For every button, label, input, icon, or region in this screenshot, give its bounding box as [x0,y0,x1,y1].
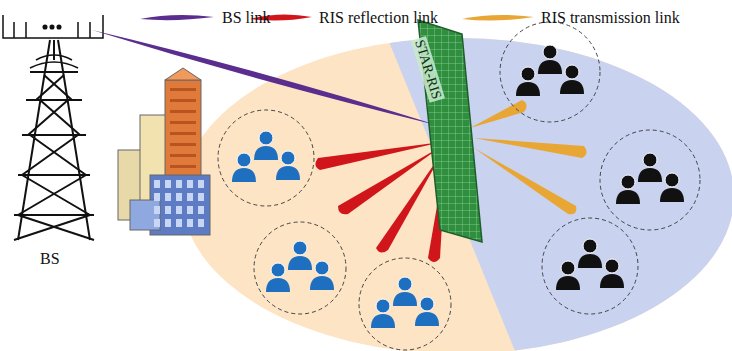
window [187,193,193,201]
user-body [276,166,300,180]
user-head [281,151,295,165]
user-groups [218,22,700,350]
user-body [371,314,395,328]
user-body [415,312,439,326]
user-body [266,278,290,292]
user-head [521,67,535,81]
station-label: BS [40,250,60,268]
window [170,143,196,146]
user-cluster [600,130,700,230]
window [170,121,196,124]
window [176,180,182,188]
user-body [556,276,580,290]
user-head [583,239,597,253]
user-body [393,292,417,306]
window [154,219,160,227]
window [154,180,160,188]
user-body [578,254,602,268]
bs-link-beam [92,30,440,126]
window [154,193,160,201]
user-head [259,131,273,145]
user-head [605,259,619,273]
user-body [600,274,624,288]
user-body [560,80,584,94]
legend-label: RIS transmission link [541,9,680,27]
user-head [376,299,390,313]
window [187,219,193,227]
window [170,110,196,113]
window [165,193,171,201]
window [187,180,193,188]
window [170,132,196,135]
base-station-tower [14,40,94,240]
window [170,165,196,168]
window [198,219,204,227]
user-body [616,190,640,204]
user-head [643,153,657,167]
reflection-beams [315,142,446,262]
user-head [420,297,434,311]
legend-sample [140,15,214,20]
window [187,206,193,214]
window [165,180,171,188]
user-body [310,276,334,290]
user-body [288,256,312,270]
user-body [516,82,540,96]
window [176,219,182,227]
user-head [293,241,307,255]
user-head [565,65,579,79]
building [118,68,210,235]
user-cluster [500,22,600,122]
window [165,219,171,227]
window [198,180,204,188]
user-head [398,277,412,291]
user-cluster [359,258,451,350]
window [198,206,204,214]
user-head [561,261,575,275]
window [170,154,196,157]
window [176,206,182,214]
user-body [660,188,684,202]
legend-sample [462,15,534,21]
user-head [271,263,285,277]
user-cluster [542,218,638,314]
window [165,206,171,214]
user-body [232,168,256,182]
window [176,193,182,201]
window [170,88,196,91]
user-head [315,261,329,275]
user-head [543,45,557,59]
user-cluster [254,222,346,314]
user-head [621,175,635,189]
user-body [254,146,278,160]
user-head [665,173,679,187]
legend-label: BS link [222,9,270,27]
window [154,206,160,214]
legend-label: RIS reflection link [319,9,438,27]
user-body [538,60,562,74]
user-cluster [218,110,314,206]
building-windows [154,88,204,227]
window [198,193,204,201]
window [170,99,196,102]
antenna-array [3,15,103,38]
user-body [638,168,662,182]
user-head [237,153,251,167]
